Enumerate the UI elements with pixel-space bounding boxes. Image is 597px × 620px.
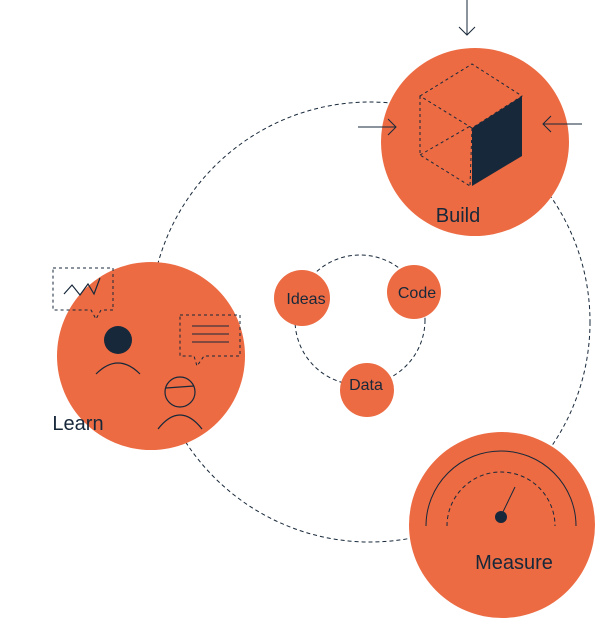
gauge-icon: [425, 450, 577, 527]
chart-bubble-icon: [52, 267, 114, 321]
gauge-needle: [500, 486, 516, 517]
arrow-left-icon: [542, 115, 582, 133]
outer-cycle-loop: [149, 101, 591, 543]
gauge-inner-arc: [446, 471, 556, 527]
cube-solid-face: [472, 96, 522, 186]
build-node: Build: [358, 0, 582, 236]
measure-node: Measure: [409, 432, 595, 618]
ideas-label: Ideas: [286, 291, 325, 308]
measure-label: Measure: [475, 552, 553, 574]
build-label: Build: [436, 205, 480, 227]
data-node: Data: [340, 363, 394, 417]
learn-node: Learn: [52, 262, 245, 450]
ideas-circle: [274, 270, 330, 326]
message-bubble-icon: [179, 314, 241, 368]
gauge-outer-arc: [425, 450, 577, 527]
code-label: Code: [398, 285, 436, 302]
code-node: Code: [387, 265, 441, 319]
arrow-right-icon: [358, 118, 397, 136]
learn-label: Learn: [52, 413, 103, 435]
ideas-node: Ideas: [274, 270, 330, 326]
learn-circle: [57, 262, 245, 450]
data-circle: [340, 363, 394, 417]
code-circle: [387, 265, 441, 319]
person-outline-icon: [157, 376, 203, 430]
gauge-pivot: [495, 511, 507, 523]
arrow-down-icon: [458, 0, 476, 36]
measure-circle: [409, 432, 595, 618]
data-label: Data: [349, 377, 383, 394]
person-icon: [95, 326, 141, 375]
